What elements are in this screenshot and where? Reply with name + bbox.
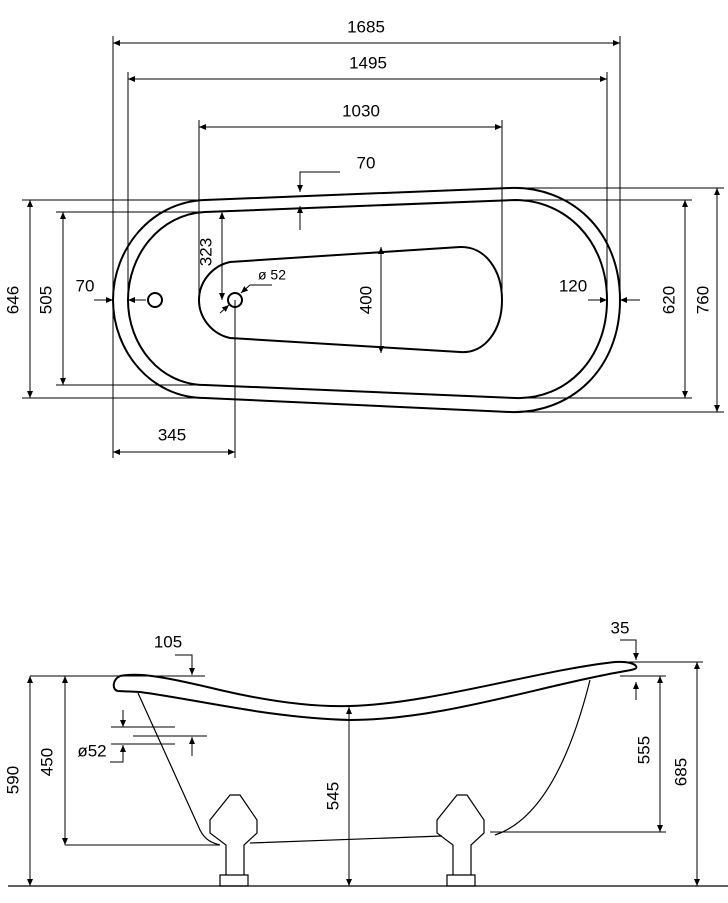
- dim-1030: 1030: [342, 101, 380, 120]
- basin-outline: [197, 245, 504, 354]
- dim-590: 590: [3, 766, 22, 794]
- dim-drain-diameter: ø 52: [258, 267, 286, 283]
- dim-760: 760: [693, 286, 712, 314]
- dim-105: 105: [154, 632, 182, 651]
- dim-620: 620: [659, 286, 678, 314]
- dim-1495: 1495: [349, 53, 387, 72]
- body-right: [494, 679, 591, 836]
- foot-left: [209, 794, 258, 887]
- dim-70-left: 70: [76, 276, 95, 295]
- foot-right: [436, 794, 485, 887]
- body-left: [137, 692, 221, 846]
- side-view: 590 450 545 555 685 105 35 ø52: [3, 618, 728, 887]
- dim-345: 345: [158, 425, 186, 444]
- dim-646: 646: [3, 286, 22, 314]
- top-view: 1685 1495 1030 70 646 505 70 323 ø 52 40…: [3, 17, 724, 458]
- dim-1685: 1685: [347, 17, 385, 36]
- dim-overflow-diameter: ø52: [77, 741, 106, 760]
- dim-120: 120: [559, 276, 587, 295]
- body-bottom: [249, 835, 443, 844]
- dim-545: 545: [323, 782, 342, 810]
- dim-505: 505: [36, 286, 55, 314]
- dim-685: 685: [671, 758, 690, 786]
- dim-555: 555: [634, 736, 653, 764]
- dim-35: 35: [611, 618, 630, 637]
- dim-450: 450: [37, 748, 56, 776]
- dim-400: 400: [356, 286, 375, 314]
- overflow-hole: [147, 292, 163, 308]
- dim-323: 323: [196, 238, 215, 266]
- rim-top: [119, 660, 638, 708]
- dim-70-rim: 70: [357, 153, 376, 172]
